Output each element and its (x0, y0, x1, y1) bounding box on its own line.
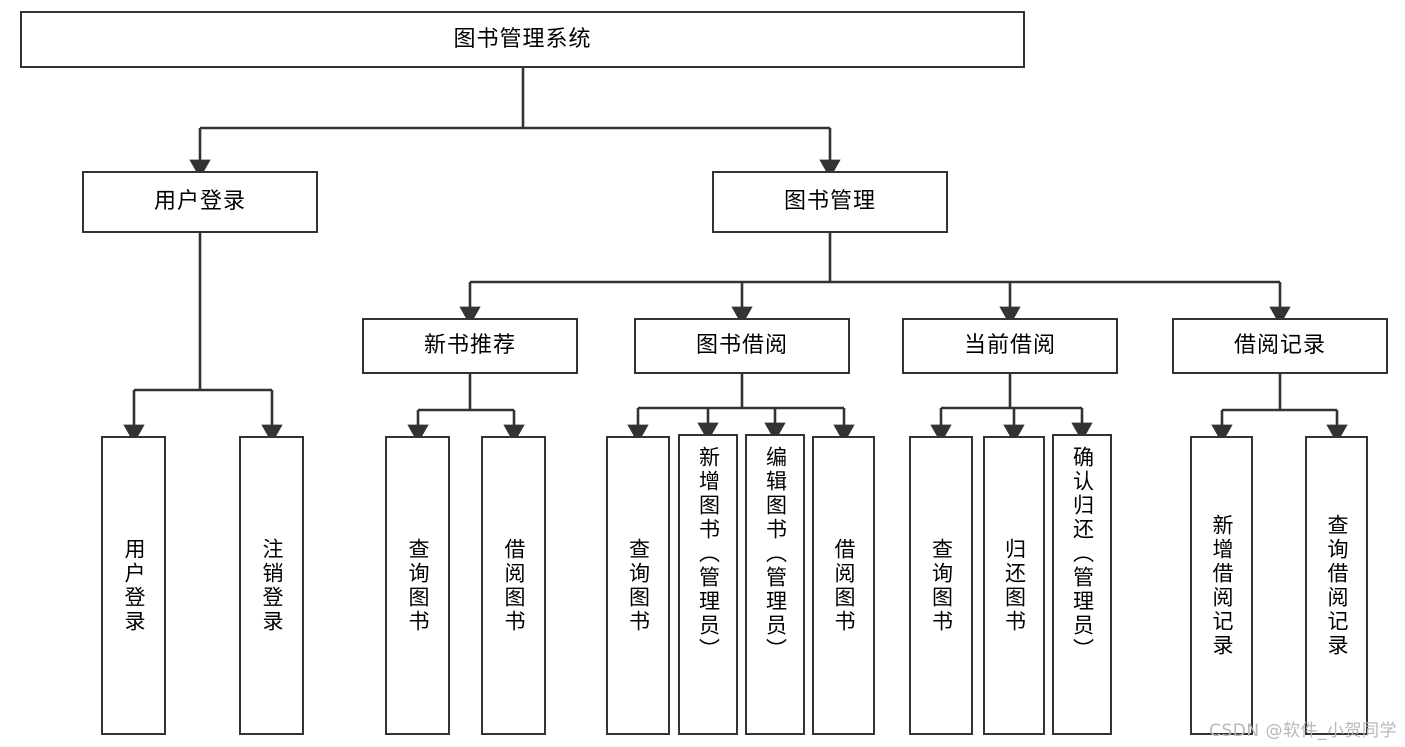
node-new-book-recommend-label: 新书推荐 (423, 333, 516, 359)
node-leaf-query-book-bor-label: 查询图书 (626, 537, 651, 634)
node-leaf-query-book-rec[interactable]: 查询图书 (385, 436, 450, 735)
node-leaf-borrow-book-bor-label: 借阅图书 (832, 537, 856, 634)
node-leaf-add-borrow-record[interactable]: 新增借阅记录 (1190, 436, 1253, 735)
node-leaf-user-login[interactable]: 用户登录 (101, 436, 166, 735)
node-leaf-confirm-return-admin-label: 确认归还（管理员） (1070, 446, 1095, 662)
node-book-borrow[interactable]: 图书借阅 (634, 318, 850, 374)
node-leaf-borrow-book-rec-label: 借阅图书 (502, 537, 526, 634)
node-leaf-add-book-admin-label: 新增图书（管理员） (696, 446, 721, 662)
node-leaf-confirm-return-admin[interactable]: 确认归还（管理员） (1052, 434, 1112, 735)
node-book-borrow-label: 图书借阅 (695, 333, 788, 359)
node-user-login-label: 用户登录 (153, 189, 246, 215)
node-leaf-add-borrow-record-label: 新增借阅记录 (1210, 513, 1234, 658)
node-leaf-query-book-cur-label: 查询图书 (929, 537, 954, 634)
node-book-manage-label: 图书管理 (783, 189, 876, 215)
node-root-label: 图书管理系统 (453, 26, 592, 52)
node-new-book-recommend[interactable]: 新书推荐 (362, 318, 578, 374)
node-leaf-query-book-bor[interactable]: 查询图书 (606, 436, 670, 735)
node-leaf-borrow-book-rec[interactable]: 借阅图书 (481, 436, 546, 735)
node-borrow-record[interactable]: 借阅记录 (1172, 318, 1388, 374)
node-leaf-user-login-label: 用户登录 (122, 537, 146, 634)
node-leaf-add-book-admin[interactable]: 新增图书（管理员） (678, 434, 738, 735)
node-leaf-query-book-cur[interactable]: 查询图书 (909, 436, 973, 735)
node-leaf-edit-book-admin-label: 编辑图书（管理员） (763, 446, 788, 662)
edge-group (123, 68, 1348, 444)
node-leaf-logout[interactable]: 注销登录 (239, 436, 304, 735)
csdn-watermark: CSDN @软件_小贺同学 (1209, 721, 1397, 741)
node-root[interactable]: 图书管理系统 (20, 11, 1025, 68)
node-leaf-query-book-rec-label: 查询图书 (406, 537, 430, 634)
node-current-borrow[interactable]: 当前借阅 (902, 318, 1118, 374)
node-leaf-query-borrow-record[interactable]: 查询借阅记录 (1305, 436, 1368, 735)
node-leaf-query-borrow-record-label: 查询借阅记录 (1325, 513, 1349, 658)
node-leaf-return-book-label: 归还图书 (1002, 537, 1027, 634)
node-borrow-record-label: 借阅记录 (1233, 333, 1326, 359)
node-leaf-return-book[interactable]: 归还图书 (983, 436, 1045, 735)
node-book-manage[interactable]: 图书管理 (712, 171, 948, 233)
node-user-login[interactable]: 用户登录 (82, 171, 318, 233)
node-current-borrow-label: 当前借阅 (963, 333, 1056, 359)
node-leaf-borrow-book-bor[interactable]: 借阅图书 (812, 436, 875, 735)
node-leaf-edit-book-admin[interactable]: 编辑图书（管理员） (745, 434, 805, 735)
node-leaf-logout-label: 注销登录 (260, 537, 284, 634)
